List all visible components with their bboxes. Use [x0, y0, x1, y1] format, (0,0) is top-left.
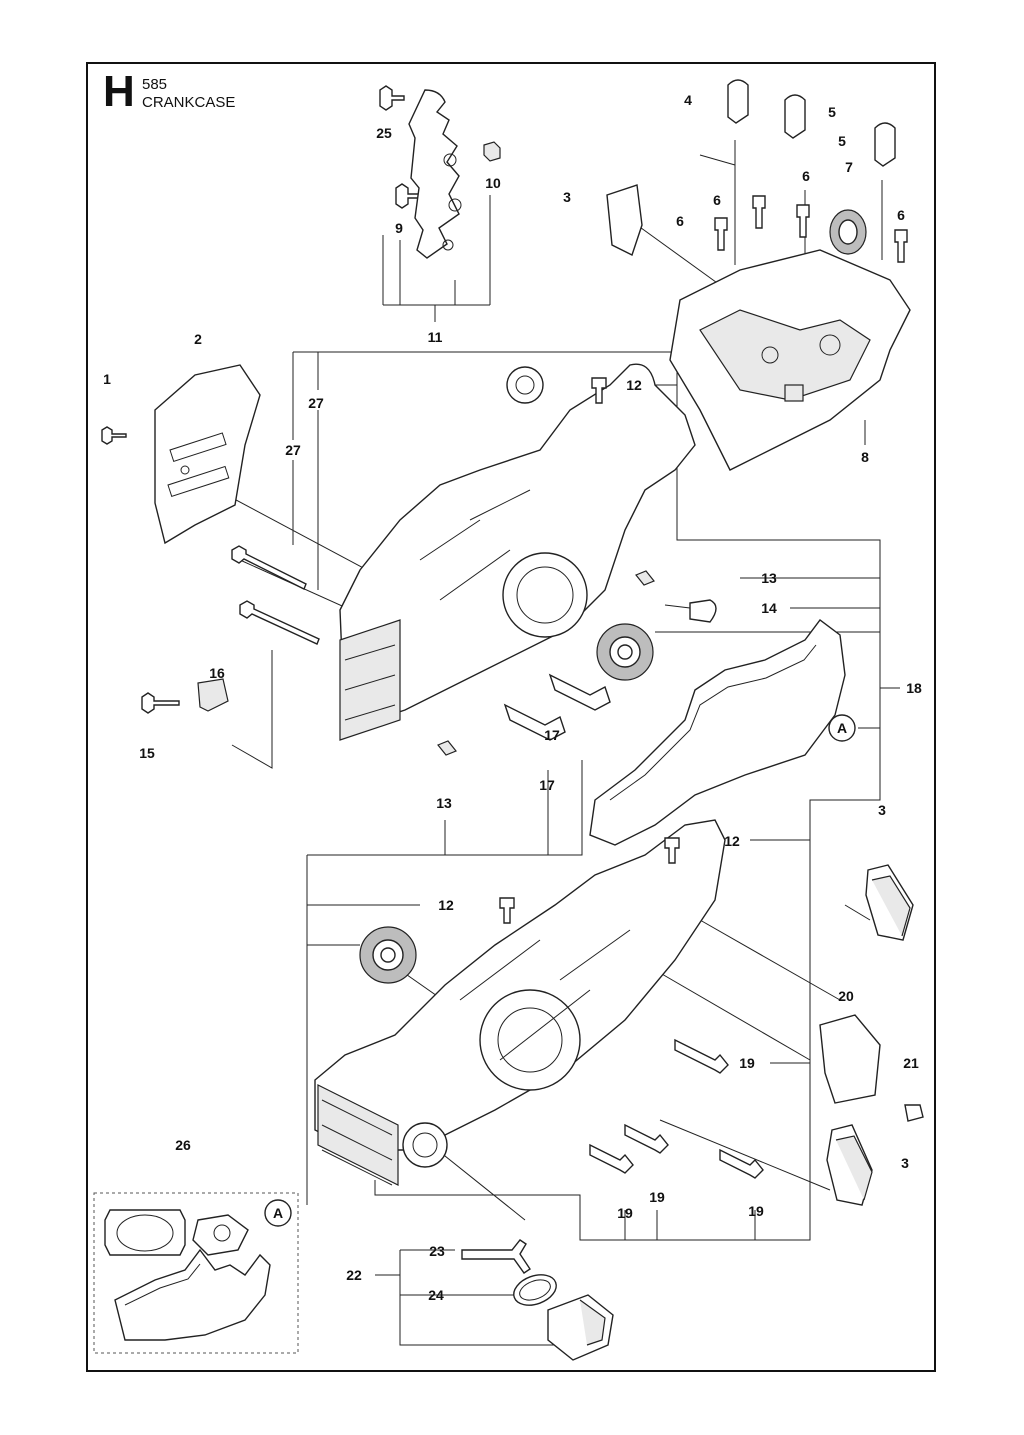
callout-6: 6: [676, 213, 684, 229]
callout-16: 16: [209, 665, 225, 681]
callout-14: 14: [761, 600, 777, 616]
callout-18: 18: [906, 680, 922, 696]
callout-26: 26: [175, 1137, 191, 1153]
callout-numbers: 1233345566667891011121212131314151617171…: [103, 92, 922, 1303]
callout-5: 5: [838, 133, 846, 149]
callout-13: 13: [436, 795, 452, 811]
callout-3: 3: [563, 189, 571, 205]
callout-3: 3: [878, 802, 886, 818]
callout-24: 24: [428, 1287, 444, 1303]
callout-13: 13: [761, 570, 777, 586]
callout-12: 12: [438, 897, 454, 913]
callout-19: 19: [649, 1189, 665, 1205]
callout-12: 12: [724, 833, 740, 849]
callout-6: 6: [713, 192, 721, 208]
callout-23: 23: [429, 1243, 445, 1259]
callout-6: 6: [897, 207, 905, 223]
callout-8: 8: [861, 449, 869, 465]
callout-6: 6: [802, 168, 810, 184]
callout-12: 12: [626, 377, 642, 393]
marker-a-label: A: [837, 720, 847, 736]
callout-22: 22: [346, 1267, 362, 1283]
section-title: CRANKCASE: [142, 94, 236, 111]
callout-21: 21: [903, 1055, 919, 1071]
callout-27: 27: [308, 395, 324, 411]
callout-17: 17: [544, 727, 560, 743]
callout-4: 4: [684, 92, 692, 108]
callout-3: 3: [901, 1155, 909, 1171]
callout-9: 9: [395, 220, 403, 236]
callout-7: 7: [845, 159, 853, 175]
callout-19: 19: [617, 1205, 633, 1221]
callout-15: 15: [139, 745, 155, 761]
callout-19: 19: [739, 1055, 755, 1071]
diagram-frame: [86, 62, 936, 1372]
callout-17: 17: [539, 777, 555, 793]
callout-27: 27: [285, 442, 301, 458]
callout-1: 1: [103, 371, 111, 387]
model-number: 585: [142, 76, 168, 93]
callout-20: 20: [838, 988, 854, 1004]
callout-2: 2: [194, 331, 202, 347]
callout-25: 25: [376, 125, 392, 141]
callout-19: 19: [748, 1203, 764, 1219]
callout-11: 11: [428, 329, 443, 345]
callout-5: 5: [828, 104, 836, 120]
section-letter: H: [103, 67, 135, 116]
reference-marker-a: A A: [264, 714, 856, 1227]
callout-10: 10: [485, 175, 501, 191]
part-art: [93, 79, 924, 1361]
kit-marker-a-label: A: [273, 1205, 283, 1221]
